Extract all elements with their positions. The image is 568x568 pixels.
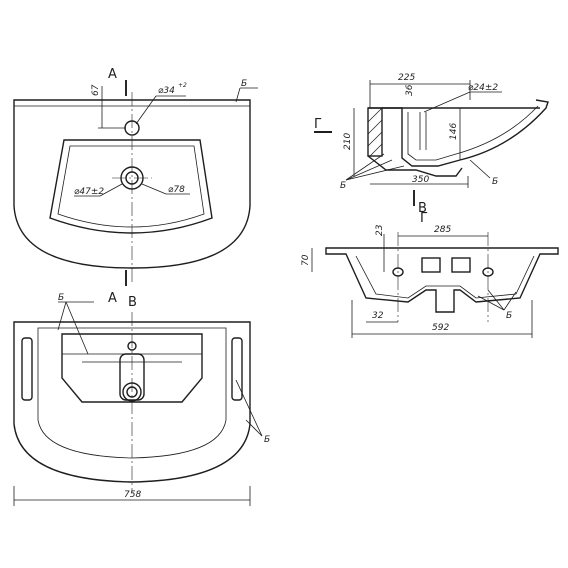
front-label-b: Б xyxy=(506,311,512,321)
top-view-label-b: Б xyxy=(241,79,247,89)
dim-23: 23 xyxy=(375,224,385,236)
dim-32: 32 xyxy=(372,311,384,321)
section-b-bottom-label: В xyxy=(128,295,137,310)
section-v-mark: В xyxy=(418,201,427,216)
dim-67: 67 xyxy=(91,84,101,96)
top-view-outline xyxy=(13,99,251,269)
side-label-b-left: Б xyxy=(340,181,346,191)
bottom-view-bowl xyxy=(61,333,203,403)
dim-146: 146 xyxy=(449,123,459,140)
dim-36: 36 xyxy=(405,84,415,96)
dim-210: 210 xyxy=(343,133,353,150)
dim-285: 285 xyxy=(434,225,451,235)
bottom-label-b-top: Б xyxy=(58,293,64,303)
section-g-side-label: Г xyxy=(420,211,428,226)
dim-225: 225 xyxy=(398,73,415,83)
section-a-top-label: А xyxy=(108,67,117,82)
front-section-outline xyxy=(325,247,559,313)
section-a-bottom-label: А xyxy=(108,291,117,306)
dim-d34-tolerance: +2 xyxy=(178,82,187,89)
front-section: Г 285 23 70 32 592 Б xyxy=(301,211,559,338)
bottom-label-b-right: Б xyxy=(264,435,270,445)
side-label-b-right: Б xyxy=(492,177,498,187)
dim-d78: ⌀78 xyxy=(168,185,185,195)
side-section: Г 225 36 ⌀24±2 210 146 350 Б xyxy=(314,73,549,216)
bottom-view: В 758 Б Б xyxy=(13,293,270,506)
dim-70: 70 xyxy=(301,254,311,266)
dim-d24: ⌀24±2 xyxy=(468,83,498,93)
side-profile-inner xyxy=(407,105,539,161)
dim-d47: ⌀47±2 xyxy=(74,187,104,197)
section-g-top-label: Г xyxy=(314,117,322,132)
dim-758: 758 xyxy=(124,490,141,500)
top-view: А А 67 ⌀34 +2 Б ⌀47±2 ⌀78 xyxy=(13,67,258,306)
dim-d34: ⌀34 xyxy=(158,86,175,96)
top-view-bowl-inner xyxy=(57,145,205,228)
dim-592: 592 xyxy=(432,323,449,333)
bottom-view-outline xyxy=(13,321,251,483)
side-profile-outer xyxy=(382,99,549,167)
top-view-bowl xyxy=(49,139,213,234)
dim-350: 350 xyxy=(412,175,429,185)
